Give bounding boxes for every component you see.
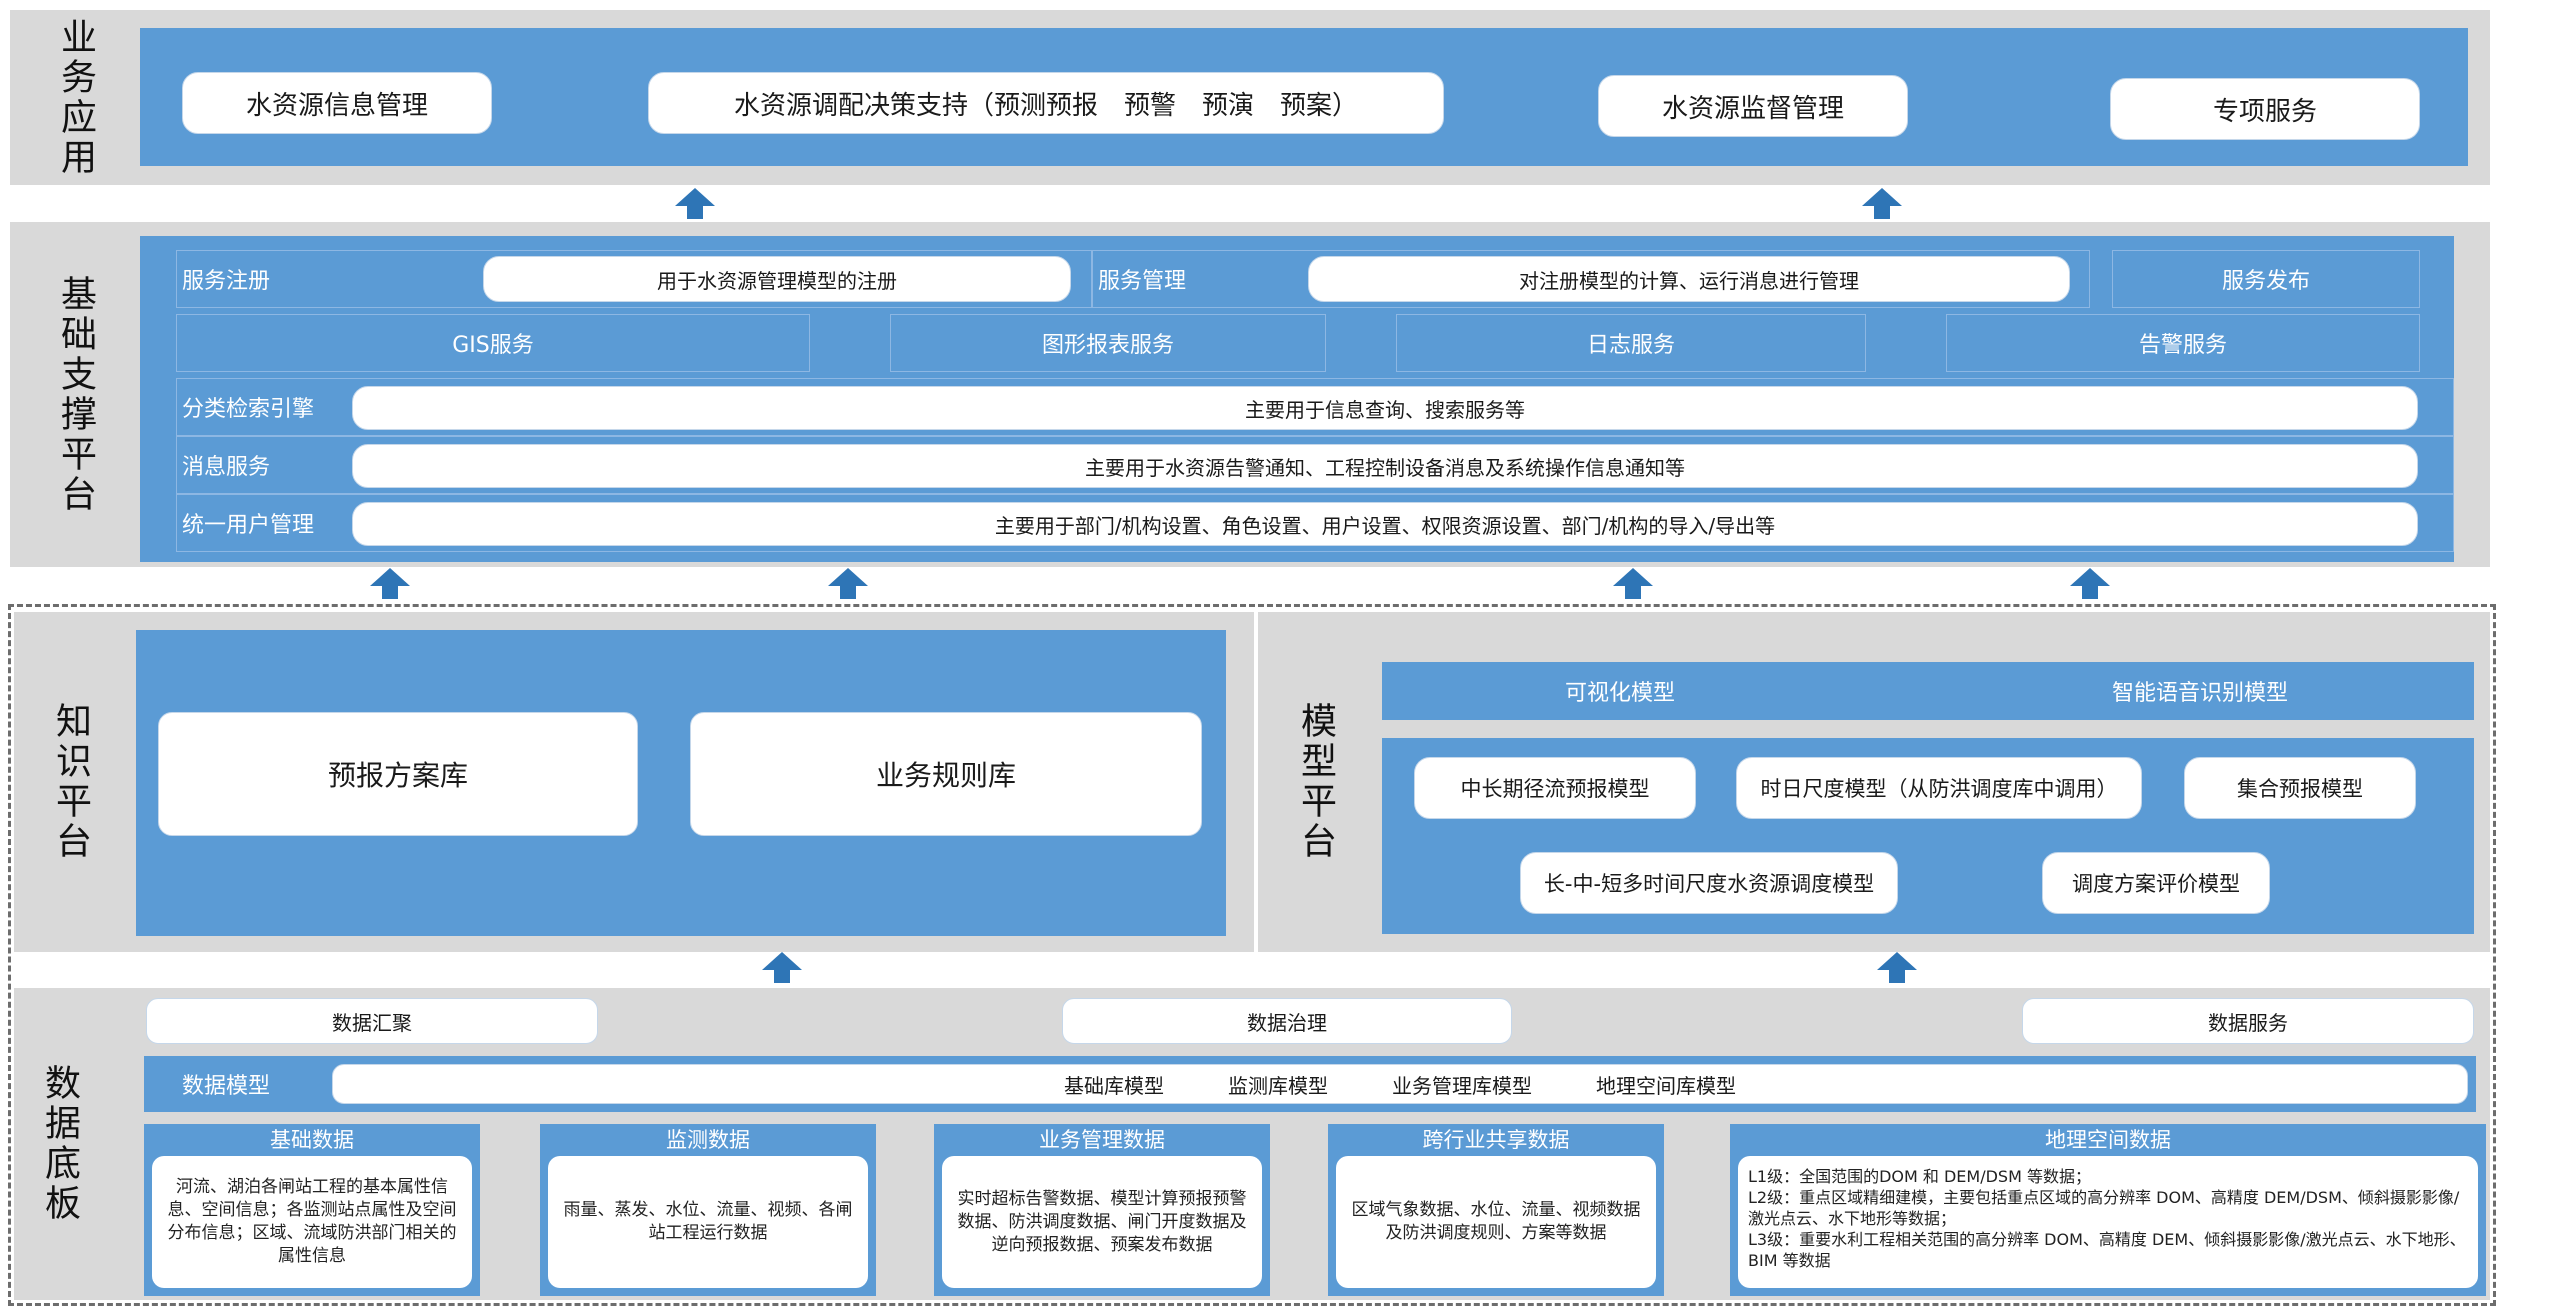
model-item-timescale-label: 时日尺度模型（从防洪调度库中调用） <box>1760 777 2118 801</box>
business-item-info[interactable]: 水资源信息管理 <box>182 72 492 134</box>
data-card-shared-text: 区域气象数据、水位、流量、视频数据及防洪调度规则、方案等数据 <box>1336 1156 1656 1288</box>
knowledge-item-rules-label: 业务规则库 <box>875 759 1016 792</box>
alarm-service-label: 告警服务 <box>2138 333 2227 358</box>
business-item-special[interactable]: 专项服务 <box>2110 78 2420 140</box>
business-item-decision-label: 水资源调配决策支持（预测预报 预警 预演 预案） <box>733 90 1358 121</box>
model-item-ensemble[interactable]: 集合预报模型 <box>2184 757 2416 819</box>
model-layer-label: 模型平台 <box>1280 612 1350 952</box>
knowledge-layer-label: 知识平台 <box>35 612 105 952</box>
platform-row-message <box>176 436 2454 494</box>
model-item-plan-evaluation[interactable]: 调度方案评价模型 <box>2042 852 2270 914</box>
platform-row-user <box>176 494 2454 552</box>
data-card-monitoring-text: 雨量、蒸发、水位、流量、视频、各闸站工程运行数据 <box>548 1156 868 1288</box>
data-model-geospatial: 地理空间库模型 <box>1596 1073 1736 1098</box>
service-management-label: 服务管理 <box>1098 269 1187 294</box>
platform-layer-label-text: 基础支撑平台 <box>55 274 96 515</box>
platform-row-user-desc: 主要用于部门/机构设置、角色设置、用户设置、权限资源设置、部门/机构的导入/导出… <box>352 502 2418 546</box>
chart-report-service-label: 图形报表服务 <box>1041 333 1174 358</box>
model-item-timescale[interactable]: 时日尺度模型（从防洪调度库中调用） <box>1736 757 2142 819</box>
service-registration-desc: 用于水资源管理模型的注册 <box>483 256 1071 302</box>
log-service-label: 日志服务 <box>1586 333 1675 358</box>
chart-report-service[interactable]: 图形报表服务 <box>890 314 1326 372</box>
model-top-band <box>1382 662 2474 720</box>
data-card-geospatial-text: L1级：全国范围的DOM 和 DEM/DSM 等数据； L2级：重点区域精细建模… <box>1738 1156 2478 1288</box>
business-layer-label: 业务应用 <box>40 10 110 185</box>
business-item-supervision-label: 水资源监督管理 <box>1661 93 1844 124</box>
knowledge-item-forecast[interactable]: 预报方案库 <box>158 712 638 836</box>
model-top-voice[interactable]: 智能语音识别模型 <box>2111 681 2288 706</box>
platform-row-message-label: 消息服务 <box>182 455 271 480</box>
geospatial-line-l2: L2级：重点区域精细建模，主要包括重点区域的高分辨率 DOM、高精度 DEM/D… <box>1748 1188 2460 1228</box>
data-model-label: 数据模型 <box>182 1074 271 1099</box>
service-management-band <box>1092 250 2090 308</box>
data-aggregation-label: 数据汇聚 <box>332 1010 412 1035</box>
model-item-midlong-runoff[interactable]: 中长期径流预报模型 <box>1414 757 1696 819</box>
gis-service[interactable]: GIS服务 <box>176 314 810 372</box>
business-item-info-label: 水资源信息管理 <box>245 90 428 121</box>
platform-row-message-desc: 主要用于水资源告警通知、工程控制设备消息及系统操作信息通知等 <box>352 444 2418 488</box>
data-service-label: 数据服务 <box>2208 1010 2288 1035</box>
data-model-basic: 基础库模型 <box>1064 1073 1164 1098</box>
data-card-monitoring-title: 监测数据 <box>666 1128 750 1152</box>
platform-row-search <box>176 378 2454 436</box>
log-service[interactable]: 日志服务 <box>1396 314 1866 372</box>
data-model-list: 基础库模型 监测库模型 业务管理库模型 地理空间库模型 <box>332 1064 2468 1104</box>
data-governance[interactable]: 数据治理 <box>1062 998 1512 1044</box>
service-registration-label: 服务注册 <box>182 269 271 294</box>
business-item-special-label: 专项服务 <box>2212 96 2317 127</box>
platform-row-search-desc-text: 主要用于信息查询、搜索服务等 <box>1245 397 1525 422</box>
model-item-multiscale-dispatch-label: 长-中-短多时间尺度水资源调度模型 <box>1543 872 1875 896</box>
platform-row-message-desc-text: 主要用于水资源告警通知、工程控制设备消息及系统操作信息通知等 <box>1085 455 1685 480</box>
service-management-desc-text: 对注册模型的计算、运行消息进行管理 <box>1519 268 1859 293</box>
data-card-shared-title: 跨行业共享数据 <box>1422 1128 1570 1152</box>
business-layer-label-text: 业务应用 <box>55 17 96 178</box>
data-card-business-text: 实时超标告警数据、模型计算预报预警数据、防洪调度数据、闸门开度数据及逆向预报数据… <box>942 1156 1262 1288</box>
knowledge-item-rules[interactable]: 业务规则库 <box>690 712 1202 836</box>
platform-row-search-label: 分类检索引擎 <box>182 397 315 422</box>
business-item-supervision[interactable]: 水资源监督管理 <box>1598 75 1908 137</box>
data-card-basic-title: 基础数据 <box>270 1128 354 1152</box>
service-management-desc: 对注册模型的计算、运行消息进行管理 <box>1308 256 2070 302</box>
model-item-ensemble-label: 集合预报模型 <box>2237 777 2363 801</box>
model-item-midlong-runoff-label: 中长期径流预报模型 <box>1460 777 1650 801</box>
model-item-multiscale-dispatch[interactable]: 长-中-短多时间尺度水资源调度模型 <box>1520 852 1898 914</box>
data-governance-label: 数据治理 <box>1247 1010 1327 1035</box>
geospatial-line-l3: L3级：重要水利工程相关范围的高分辨率 DOM、高精度 DEM、倾斜摄影影像/激… <box>1748 1230 2466 1270</box>
platform-row-search-desc: 主要用于信息查询、搜索服务等 <box>352 386 2418 430</box>
platform-row-user-desc-text: 主要用于部门/机构设置、角色设置、用户设置、权限资源设置、部门/机构的导入/导出… <box>994 513 1776 538</box>
geospatial-line-l1: L1级：全国范围的DOM 和 DEM/DSM 等数据； <box>1748 1167 2091 1186</box>
data-service[interactable]: 数据服务 <box>2022 998 2474 1044</box>
data-card-business-title: 业务管理数据 <box>1039 1128 1165 1152</box>
lower-layers-frame <box>8 604 2496 1306</box>
business-item-decision[interactable]: 水资源调配决策支持（预测预报 预警 预演 预案） <box>648 72 1444 134</box>
data-model-business: 业务管理库模型 <box>1392 1073 1532 1098</box>
service-registration-band <box>176 250 1092 308</box>
gis-service-label: GIS服务 <box>452 333 534 358</box>
service-publish[interactable]: 服务发布 <box>2112 250 2420 308</box>
alarm-service[interactable]: 告警服务 <box>1946 314 2420 372</box>
service-publish-label: 服务发布 <box>2221 269 2310 294</box>
data-card-basic-text: 河流、湖泊各闸站工程的基本属性信息、空间信息；各监测站点属性及空间分布信息；区域… <box>152 1156 472 1288</box>
knowledge-item-forecast-label: 预报方案库 <box>327 759 468 792</box>
model-item-plan-evaluation-label: 调度方案评价模型 <box>2072 872 2240 896</box>
platform-row-user-label: 统一用户管理 <box>182 513 315 538</box>
model-layer-label-text: 模型平台 <box>1295 702 1336 862</box>
data-card-geospatial-title: 地理空间数据 <box>2045 1128 2171 1152</box>
data-layer-label-text: 数据底板 <box>39 1064 80 1224</box>
service-registration-desc-text: 用于水资源管理模型的注册 <box>657 268 897 293</box>
model-top-visual[interactable]: 可视化模型 <box>1564 681 1675 706</box>
data-aggregation[interactable]: 数据汇聚 <box>146 998 598 1044</box>
data-layer-label: 数据底板 <box>24 988 94 1300</box>
knowledge-layer-label-text: 知识平台 <box>50 702 91 862</box>
data-model-monitoring: 监测库模型 <box>1228 1073 1328 1098</box>
platform-layer-label: 基础支撑平台 <box>40 222 110 567</box>
